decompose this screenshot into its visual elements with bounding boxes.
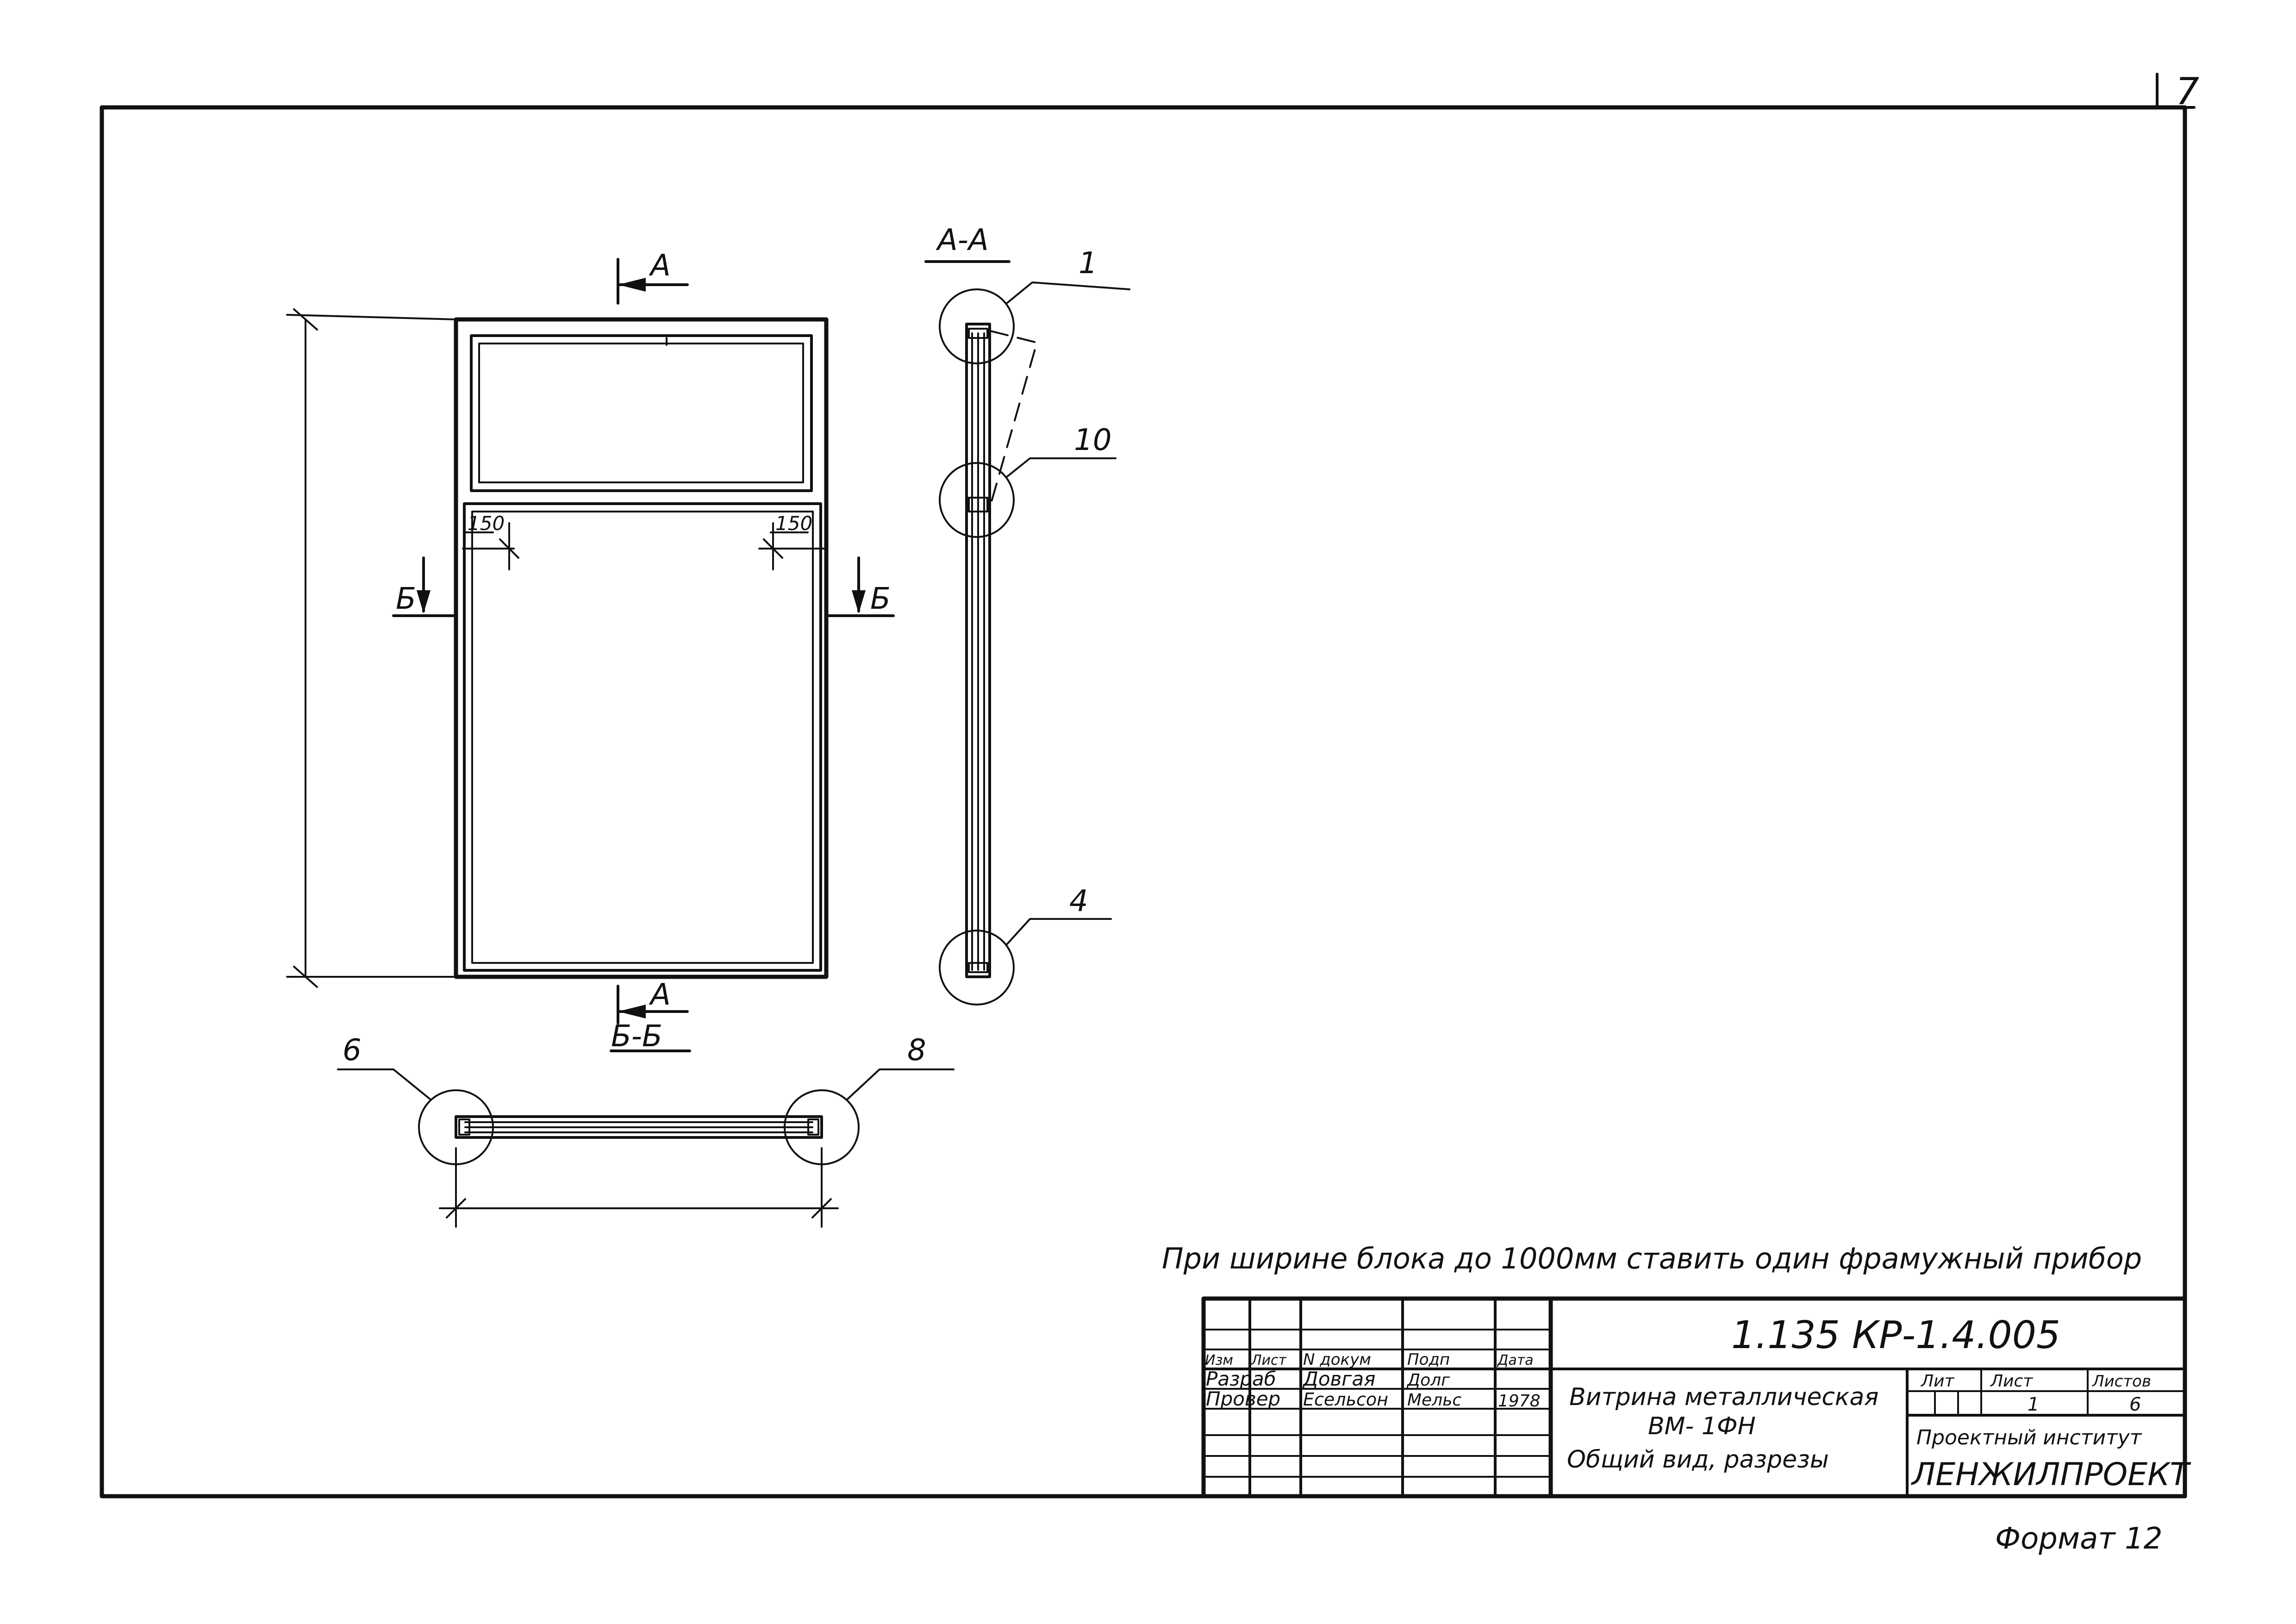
sheet-header: Лист [1990, 1372, 2033, 1391]
signature-1: Долг [1406, 1371, 1450, 1390]
callout-10: 10 [1074, 423, 1111, 457]
callout-6: 6 [343, 1033, 362, 1068]
header-izm: Изм [1205, 1352, 1233, 1368]
product-line-3: Общий вид, разрезы [1567, 1446, 1829, 1474]
org-line-2: ЛЕНЖИЛПРОЕКТ [1910, 1456, 2191, 1493]
callout-1: 1 [1079, 246, 1098, 281]
section-a-label-top: А [649, 249, 671, 283]
section-bb-title: Б-Б [611, 1019, 662, 1054]
name-dovgaya: Довгая [1302, 1368, 1375, 1390]
dim-150-right: 150 [775, 512, 812, 535]
header-podp: Подп [1407, 1350, 1450, 1369]
sheets-header: Листов [2091, 1372, 2151, 1391]
sheets-value: 6 [2129, 1394, 2141, 1415]
product-line-2: ВМ- 1ФН [1648, 1412, 1756, 1440]
note-text: При ширине блока до 1000мм ставить один … [1162, 1242, 2142, 1275]
header-list: Лист [1251, 1352, 1287, 1368]
role-razrab: Разраб [1206, 1368, 1276, 1390]
sheet-number: 7 [2176, 70, 2199, 113]
dim-150-left: 150 [468, 512, 505, 535]
lit-header: Лит [1920, 1372, 1954, 1391]
front-view [286, 258, 895, 1024]
format-label: Формат 12 [1995, 1522, 2162, 1556]
name-eselson: Есельсон [1303, 1389, 1388, 1410]
date-1978: 1978 [1498, 1392, 1541, 1411]
signature-2: Мельс [1407, 1391, 1461, 1410]
role-prover: Провер [1206, 1387, 1280, 1410]
callout-4: 4 [1069, 884, 1088, 918]
section-b-label-left: Б [396, 582, 416, 616]
sheet-value: 1 [2028, 1394, 2039, 1415]
section-b-label-right: Б [870, 582, 891, 616]
section-aa-title: А-А [936, 223, 989, 257]
callout-8: 8 [907, 1033, 926, 1068]
header-data: Дата [1497, 1352, 1534, 1368]
sheet-frame [100, 73, 2196, 1499]
drawing-code: 1.135 КР-1.4.005 [1731, 1313, 2060, 1357]
header-ndokum: N докум [1303, 1350, 1371, 1369]
section-a-label-bottom: А [649, 978, 671, 1012]
product-line-1: Витрина металлическая [1569, 1383, 1878, 1411]
org-line-1: Проектный институт [1916, 1426, 2142, 1449]
section-aa [924, 260, 1130, 1006]
section-bb [337, 1049, 955, 1228]
title-block [1201, 1296, 2187, 1499]
